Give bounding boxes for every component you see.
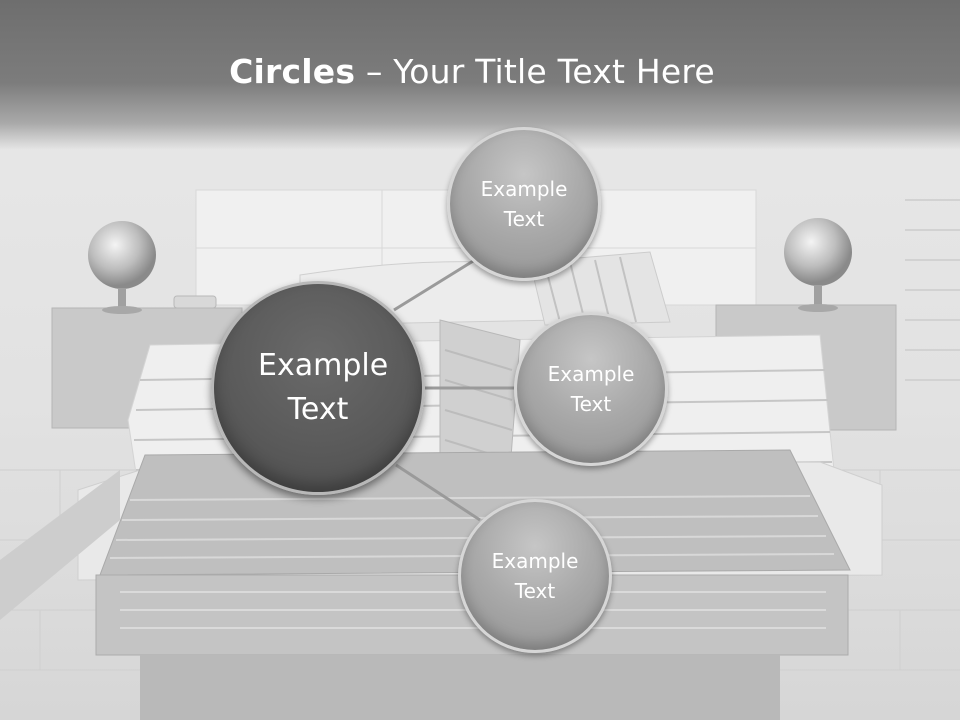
satellite-circle-middle[interactable]: Example Text (514, 312, 668, 466)
satellite-middle-line1: Example (547, 362, 635, 386)
slide-title-rest: – Your Title Text Here (355, 52, 715, 91)
slide-title: Circles – Your Title Text Here (0, 52, 944, 91)
center-circle-line1: Example (258, 348, 389, 383)
satellite-top-line2: Text (503, 207, 545, 231)
connector-top (393, 256, 479, 312)
satellite-bottom-line1: Example (491, 549, 579, 573)
slide-title-bold: Circles (229, 52, 356, 91)
title-band (0, 0, 960, 150)
satellite-middle-line2: Text (570, 392, 612, 416)
connector-bottom (395, 463, 481, 522)
center-circle[interactable]: Example Text (211, 281, 425, 495)
satellite-circle-top[interactable]: Example Text (447, 127, 601, 281)
satellite-circle-bottom[interactable]: Example Text (458, 499, 612, 653)
satellite-bottom-line2: Text (514, 579, 556, 603)
center-circle-line2: Text (287, 392, 349, 427)
satellite-top-line1: Example (480, 177, 568, 201)
